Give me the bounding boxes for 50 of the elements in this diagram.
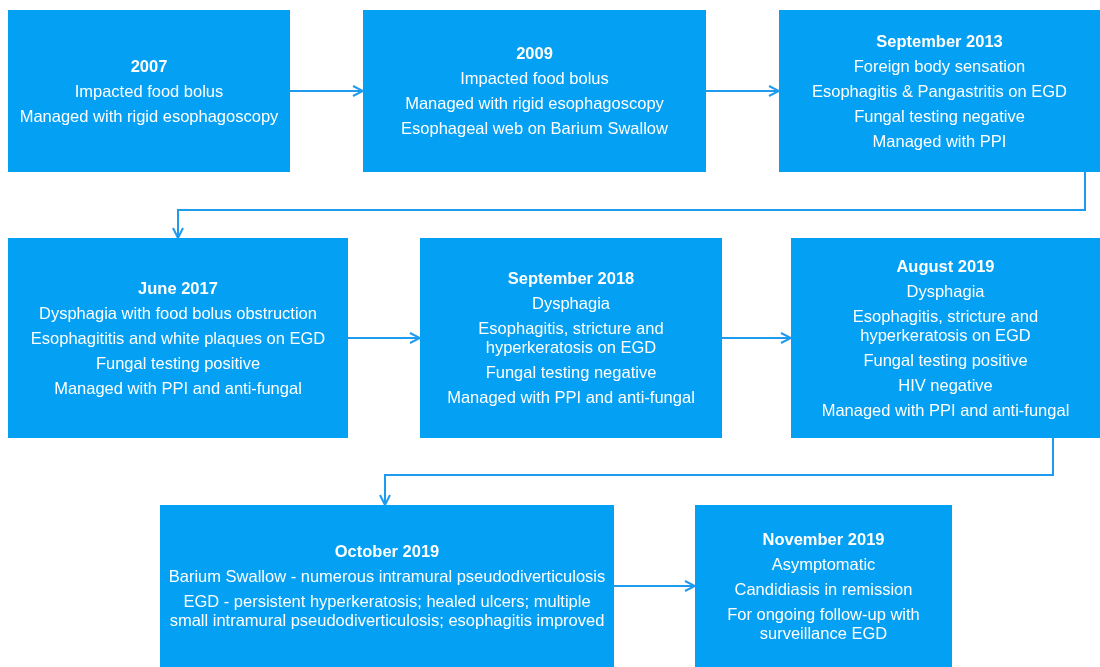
arrow <box>613 580 696 592</box>
date-heading: June 2017 <box>138 278 218 298</box>
date-heading: September 2018 <box>507 269 635 288</box>
date-heading: 2009 <box>516 44 553 63</box>
event-text: Esophagitis & Pangastritis on EGD <box>812 81 1067 101</box>
event-text: Managed with PPI and anti-fungal <box>821 400 1070 420</box>
arrow <box>721 332 792 344</box>
arrow <box>289 85 364 97</box>
event-text: Fungal testing positive <box>95 353 261 373</box>
event-text: Impacted food bolus <box>460 69 609 88</box>
event-text: Fungal testing positive <box>863 350 1028 370</box>
event-text: Managed with PPI <box>872 131 1007 151</box>
event-text: Managed with rigid esophagoscopy <box>19 106 279 126</box>
date-heading: 2007 <box>130 56 168 76</box>
event-text: Impacted food bolus <box>74 81 224 101</box>
date-heading: August 2019 <box>896 256 995 276</box>
event-text: EGD - persistent hyperkeratosis; healed ulcers; multiple small intramural pseudodiverticulosis; esophagitis improved <box>168 592 606 630</box>
event-text: Dysphagia <box>532 294 610 313</box>
event-text: Foreign body sensation <box>853 56 1026 76</box>
event-text: For ongoing follow-up with surveillance EGD <box>726 604 921 643</box>
event-text: Dysphagia <box>906 281 985 301</box>
event-text: Esophagitis, stricture and hyperkeratosis on EGD <box>851 306 1040 345</box>
date-heading: October 2019 <box>334 542 440 561</box>
event-box <box>8 238 348 438</box>
event-text: Fungal testing negative <box>485 363 657 382</box>
event-box <box>420 238 722 438</box>
event-box <box>8 10 290 172</box>
event-box <box>791 238 1100 438</box>
event-text: Asymptomatic <box>771 554 876 574</box>
event-text: Managed with PPI and anti-fungal <box>447 388 695 407</box>
event-box <box>363 10 706 172</box>
event-text: Dysphagia with food bolus obstruction <box>39 303 317 323</box>
arrow <box>705 85 780 97</box>
date-heading: November 2019 <box>762 529 885 549</box>
event-text: Esophagititis and white plaques on EGD <box>30 328 326 348</box>
arrow <box>172 171 1086 239</box>
event-text: Managed with PPI and anti-fungal <box>54 378 302 398</box>
event-text: Esophageal web on Barium Swallow <box>401 119 668 138</box>
arrow <box>347 332 421 344</box>
date-heading: September 2013 <box>876 31 1003 51</box>
event-text: Fungal testing negative <box>854 106 1025 126</box>
event-text: Esophagitis, stricture and hyperkeratosis on EGD <box>477 319 665 357</box>
event-box <box>695 505 952 667</box>
arrow <box>379 437 1054 506</box>
event-box <box>160 505 614 667</box>
event-text: Barium Swallow - numerous intramural pseudodiverticulosis <box>168 567 606 586</box>
event-text: Managed with rigid esophagoscopy <box>405 94 664 113</box>
event-text: HIV negative <box>898 375 993 395</box>
event-box <box>779 10 1100 172</box>
event-text: Candidiasis in remission <box>734 579 913 599</box>
